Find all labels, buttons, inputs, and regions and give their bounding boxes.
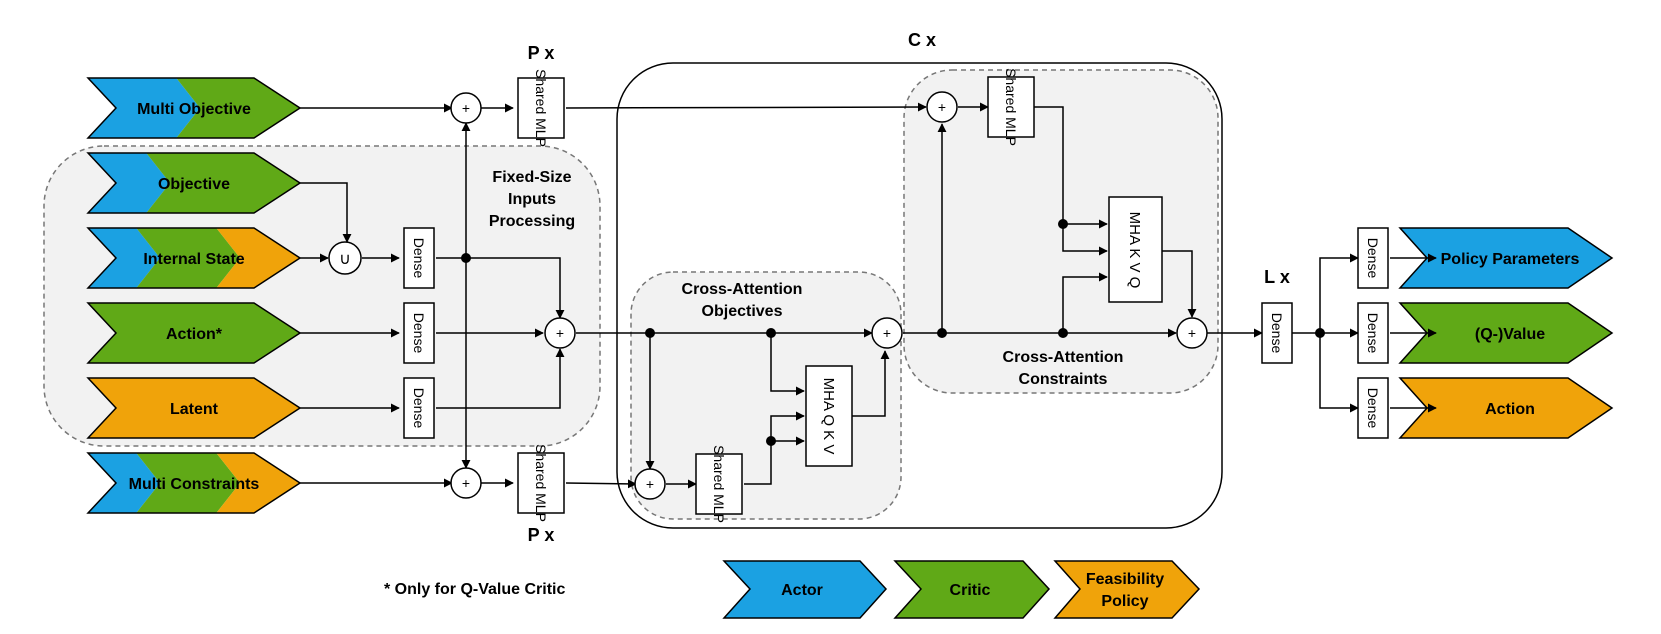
svg-text:Shared MLP: Shared MLP xyxy=(1003,68,1019,146)
mha-block-constraints: MHA K V Q xyxy=(1108,196,1163,303)
output-action: Action xyxy=(1398,377,1614,439)
svg-text:Dense: Dense xyxy=(1365,388,1381,429)
plus-node: + xyxy=(544,317,576,349)
output-policy-parameters: Policy Parameters xyxy=(1398,227,1614,289)
plus-node: + xyxy=(871,317,903,349)
dense-block: Dense xyxy=(1357,302,1389,364)
svg-text:Dense: Dense xyxy=(1269,313,1285,354)
plus-node: + xyxy=(634,468,666,500)
svg-text:Shared MLP: Shared MLP xyxy=(711,445,727,523)
svg-text:Dense: Dense xyxy=(1365,313,1381,354)
plus-node: + xyxy=(1176,317,1208,349)
input-multi-constraints: Multi Constraints xyxy=(86,452,302,514)
input-label: Objective xyxy=(158,176,230,193)
input-label: Action* xyxy=(166,326,223,343)
repeat-block-c xyxy=(616,62,1223,529)
svg-text:Feasibility: Feasibility xyxy=(1086,571,1164,588)
svg-text:Processing: Processing xyxy=(489,213,575,230)
plus-node: + xyxy=(926,91,958,123)
mha-block-objectives: MHA Q K V xyxy=(805,365,853,467)
svg-text:Dense: Dense xyxy=(411,388,427,429)
input-label: Multi Objective xyxy=(137,101,251,118)
cross-attention-constraints-title: Cross-Attention Constraints xyxy=(1003,349,1124,388)
svg-text:+: + xyxy=(938,99,946,115)
svg-text:Policy: Policy xyxy=(1101,593,1148,610)
svg-text:Dense: Dense xyxy=(411,313,427,354)
connectors xyxy=(300,102,1437,489)
svg-text:Cross-Attention: Cross-Attention xyxy=(1003,349,1124,366)
svg-text:+: + xyxy=(883,325,891,341)
junction-dots xyxy=(461,219,1325,446)
output-label: Policy Parameters xyxy=(1441,251,1580,268)
plus-node: + xyxy=(450,467,482,499)
footnote: * Only for Q-Value Critic xyxy=(384,581,565,598)
input-label: Internal State xyxy=(143,251,244,268)
input-latent: Latent xyxy=(86,377,302,439)
svg-text:Shared MLP: Shared MLP xyxy=(533,444,549,522)
svg-text:Actor: Actor xyxy=(781,582,823,599)
legend-critic: Critic xyxy=(893,560,1051,619)
cross-attention-constraints-group xyxy=(903,69,1219,394)
svg-text:MHA Q K V: MHA Q K V xyxy=(820,378,837,455)
repeat-label-p-top: P x xyxy=(528,43,555,63)
svg-text:Objectives: Objectives xyxy=(702,303,783,320)
dense-block: Dense xyxy=(403,302,435,364)
svg-text:Inputs: Inputs xyxy=(508,191,556,208)
legend-actor: Actor xyxy=(722,560,888,619)
input-action: Action* xyxy=(86,302,302,364)
svg-text:∪: ∪ xyxy=(339,251,351,268)
svg-text:Constraints: Constraints xyxy=(1019,371,1108,388)
input-label: Latent xyxy=(170,401,219,418)
dense-block: Dense xyxy=(403,227,435,289)
svg-text:+: + xyxy=(646,476,654,492)
dense-block: Dense xyxy=(1357,227,1389,289)
svg-text:Dense: Dense xyxy=(411,238,427,279)
svg-text:Critic: Critic xyxy=(950,582,991,599)
svg-text:+: + xyxy=(556,325,564,341)
fixed-size-group xyxy=(43,145,601,447)
dense-block: Dense xyxy=(403,377,435,439)
shared-mlp-block: Shared MLP xyxy=(695,445,743,523)
output-label: Action xyxy=(1485,401,1535,418)
shared-mlp-block: Shared MLP xyxy=(517,444,565,522)
cross-attention-objectives-title: Cross-Attention Objectives xyxy=(682,281,803,320)
repeat-label-l: L x xyxy=(1264,267,1290,287)
svg-text:+: + xyxy=(462,475,470,491)
union-node: ∪ xyxy=(328,241,362,275)
repeat-label-p-bottom: P x xyxy=(528,525,555,545)
plus-node: + xyxy=(450,92,482,124)
svg-text:Fixed-Size: Fixed-Size xyxy=(492,169,571,186)
output-label: (Q-)Value xyxy=(1475,326,1545,343)
svg-text:+: + xyxy=(1188,325,1196,341)
repeat-label-c: C x xyxy=(908,30,936,50)
dense-block: Dense xyxy=(1357,377,1389,439)
shared-mlp-block: Shared MLP xyxy=(517,69,565,147)
input-multi-objective: Multi Objective xyxy=(86,77,302,139)
svg-text:+: + xyxy=(462,100,470,116)
svg-text:Shared MLP: Shared MLP xyxy=(533,69,549,147)
shared-mlp-block: Shared MLP xyxy=(987,68,1035,146)
fixed-size-group-title: Fixed-Size Inputs Processing xyxy=(489,169,575,230)
legend-feasibility-policy: Feasibility Policy xyxy=(1053,560,1201,619)
dense-block: Dense xyxy=(1261,302,1293,364)
svg-text:Dense: Dense xyxy=(1365,238,1381,279)
svg-text:MHA K V Q: MHA K V Q xyxy=(1126,212,1143,289)
input-label: Multi Constraints xyxy=(129,476,260,493)
svg-text:Cross-Attention: Cross-Attention xyxy=(682,281,803,298)
